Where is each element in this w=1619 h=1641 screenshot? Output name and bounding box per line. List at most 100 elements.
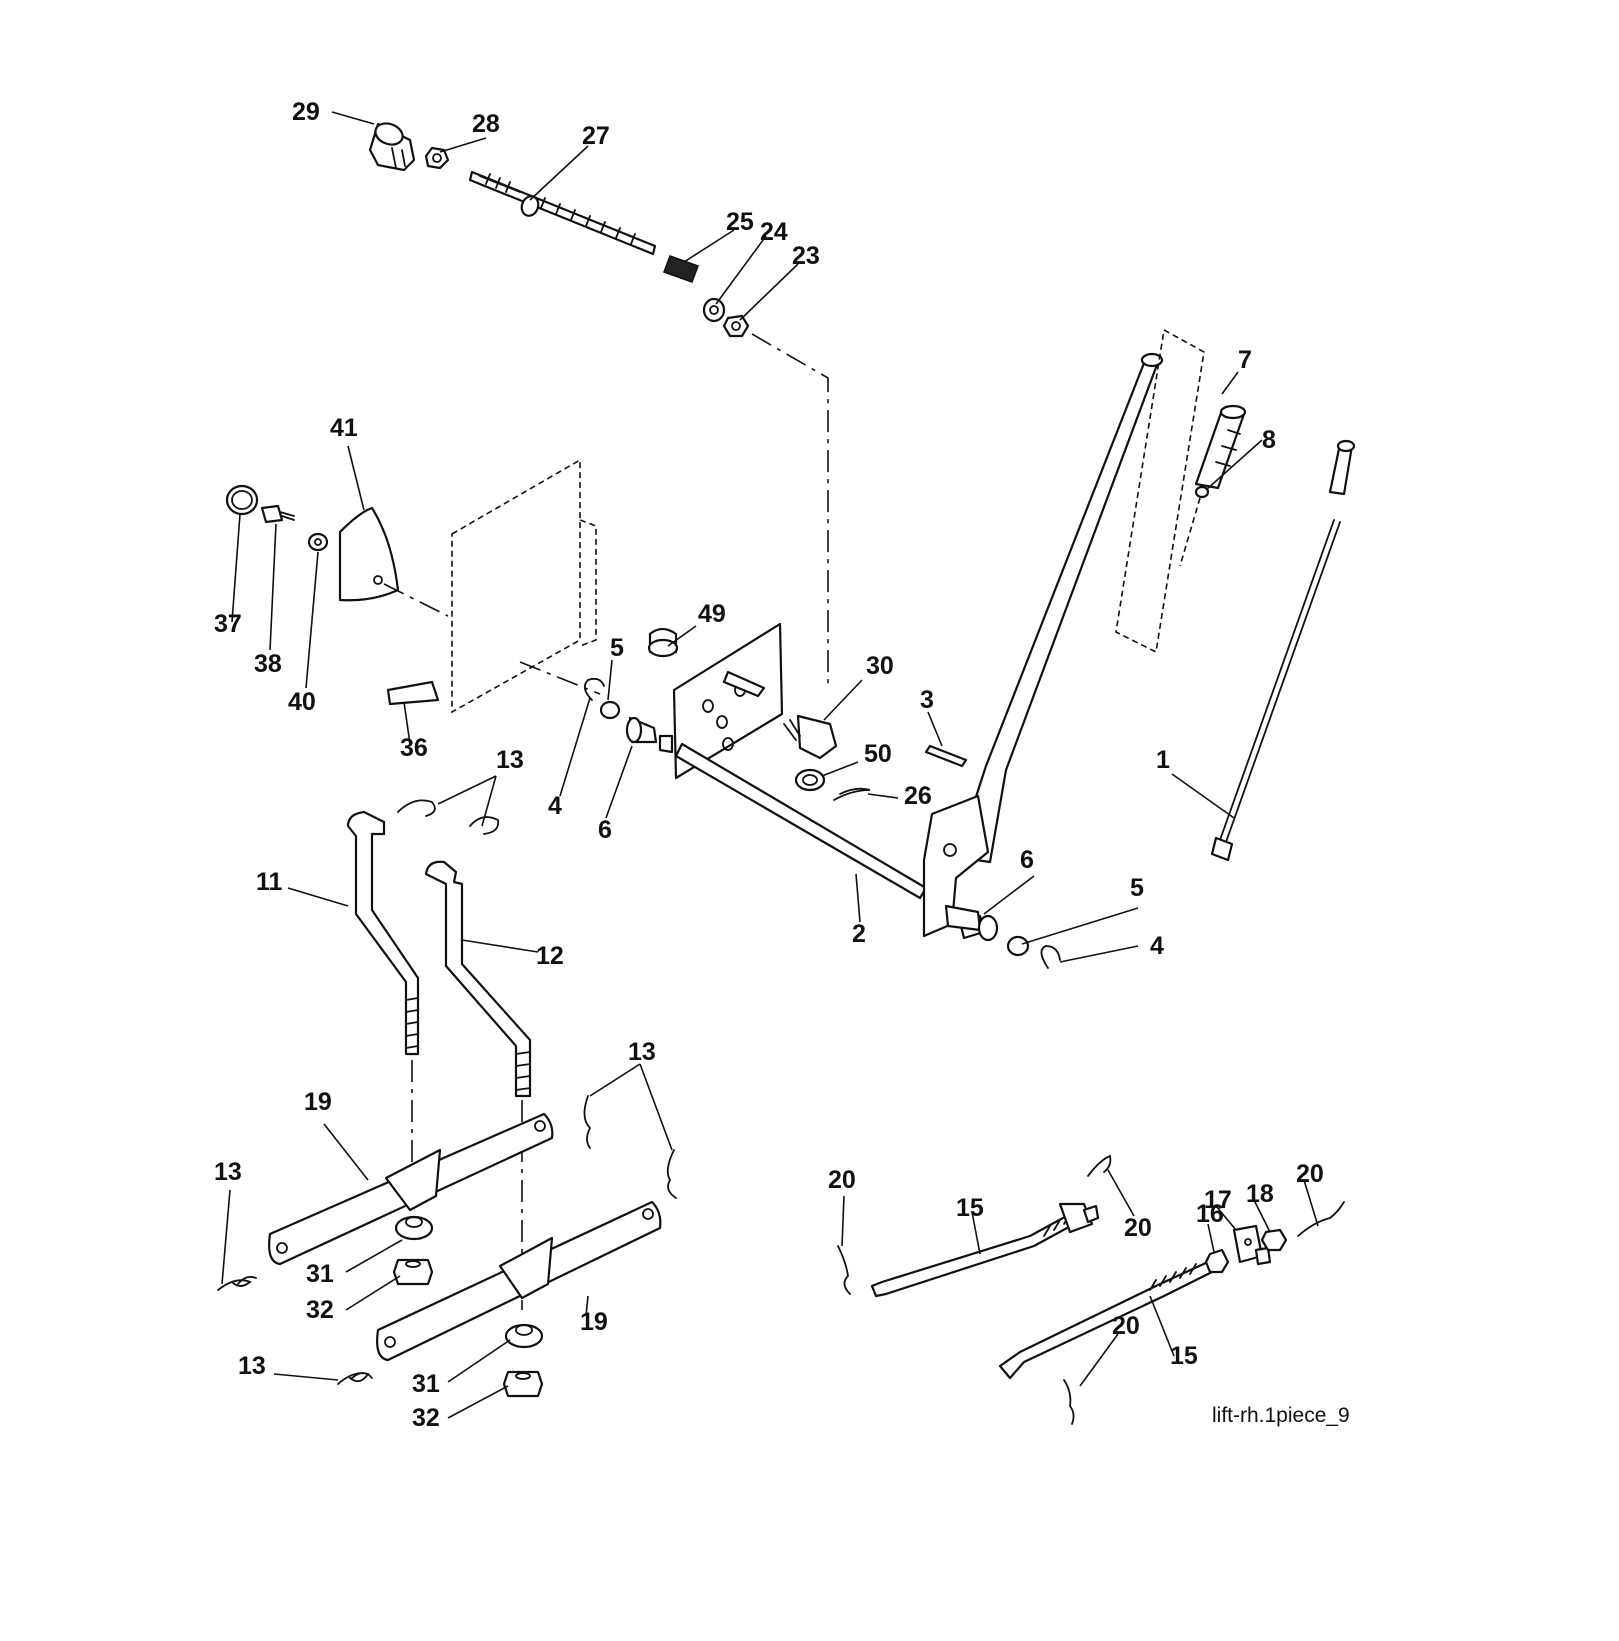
ring-part-37 — [225, 484, 259, 516]
pin-part-3 — [924, 744, 968, 768]
link-part-11 — [346, 810, 420, 1056]
callout-36: 36 — [400, 734, 428, 762]
indicator-part-41 — [338, 506, 400, 602]
handle-tube — [956, 352, 1164, 864]
hairpin-part-13-right-b — [666, 1149, 677, 1199]
callout-6-right: 6 — [1020, 846, 1034, 874]
callout-23: 23 — [792, 242, 820, 270]
callout-30: 30 — [866, 652, 894, 680]
callout-13-top: 13 — [496, 746, 524, 774]
nut-part-16 — [1204, 1248, 1230, 1274]
callout-40: 40 — [288, 688, 316, 716]
arm-part-19-upper — [268, 1112, 554, 1266]
pivot-bracket — [672, 622, 784, 780]
spring-part-25 — [663, 255, 699, 283]
callout-15-lower: 15 — [1170, 1342, 1198, 1370]
callout-8: 8 — [1262, 426, 1276, 454]
centerline-shaft — [519, 661, 601, 695]
callout-32-lower: 32 — [412, 1404, 440, 1432]
trunnion-part-30 — [783, 714, 838, 760]
callout-16: 16 — [1196, 1200, 1224, 1228]
bushing-part-6-right — [944, 904, 999, 942]
callout-49: 49 — [698, 600, 726, 628]
grip-part-7 — [1194, 404, 1247, 490]
grommet-part-31-lower — [504, 1323, 544, 1349]
callout-11: 11 — [256, 868, 283, 896]
nut-part-18 — [1260, 1228, 1288, 1252]
callout-15-upper: 15 — [956, 1194, 984, 1222]
callout-41: 41 — [330, 414, 358, 442]
washer-part-50 — [794, 768, 826, 792]
callout-13-right: 13 — [628, 1038, 656, 1066]
centerline-rod — [751, 333, 829, 690]
hairpin-part-13-top — [397, 799, 500, 835]
clip-part-4-right — [1040, 945, 1061, 969]
callout-20-upper-right: 20 — [1124, 1214, 1152, 1242]
callout-19-upper: 19 — [304, 1088, 332, 1116]
link-part-12 — [424, 860, 532, 1098]
washer-part-24 — [702, 297, 726, 323]
hairpin-part-20-far-right — [1297, 1201, 1345, 1237]
callout-19-lower: 19 — [580, 1308, 608, 1336]
handle-dashed-extension — [1115, 328, 1205, 654]
callout-20-bottom: 20 — [1112, 1312, 1140, 1340]
callout-31-lower: 31 — [412, 1370, 440, 1398]
callout-5-right: 5 — [1130, 874, 1144, 902]
rod-part-1 — [1210, 439, 1356, 862]
leader-lines — [221, 111, 1319, 1419]
callout-37: 37 — [214, 610, 242, 638]
diagram-caption: lift-rh.1piece_9 — [1212, 1404, 1350, 1427]
callout-13-bottom: 13 — [238, 1352, 266, 1380]
callout-13-left: 13 — [214, 1158, 242, 1186]
bushing-part-6-left — [625, 716, 674, 754]
hairpin-part-13-right-a — [583, 1095, 592, 1149]
callout-18: 18 — [1246, 1180, 1274, 1208]
callout-26: 26 — [904, 782, 932, 810]
washer-part-5-left — [599, 700, 621, 720]
callout-4-right: 4 — [1150, 932, 1164, 960]
callout-20-far-right: 20 — [1296, 1160, 1324, 1188]
screw-part-38 — [260, 504, 295, 524]
callout-28: 28 — [472, 110, 500, 138]
clip-part-4-left — [583, 677, 605, 701]
callout-27: 27 — [582, 122, 610, 150]
shaft-part-2 — [674, 742, 928, 900]
arm-part-19-lower — [376, 1200, 662, 1362]
callout-7: 7 — [1238, 346, 1252, 374]
hairpin-part-20-upper-right — [1087, 1154, 1112, 1177]
callout-12: 12 — [536, 942, 564, 970]
hairpin-part-26 — [833, 787, 871, 801]
hairpin-part-20-left — [837, 1245, 851, 1295]
callout-3: 3 — [920, 686, 934, 714]
callout-4-left: 4 — [548, 792, 562, 820]
callout-32-upper: 32 — [306, 1296, 334, 1324]
callout-24: 24 — [760, 218, 788, 246]
centerline-indicator — [383, 583, 449, 617]
callout-25: 25 — [726, 208, 754, 236]
yoke-part-17 — [1232, 1224, 1272, 1266]
callout-20-left: 20 — [828, 1166, 856, 1194]
callout-5-left: 5 — [610, 634, 624, 662]
washer-part-40 — [307, 532, 329, 552]
ferrule-part-8 — [1179, 485, 1210, 567]
washer-part-5-right — [1006, 935, 1030, 957]
callout-6-left: 6 — [598, 816, 612, 844]
frame-plate-dashed — [451, 458, 597, 714]
hairpin-part-13-left — [217, 1275, 257, 1291]
callout-1: 1 — [1156, 746, 1170, 774]
clip-part-36 — [386, 680, 440, 706]
grommet-part-31-upper — [394, 1215, 434, 1241]
callout-38: 38 — [254, 650, 282, 678]
callout-31-upper: 31 — [306, 1260, 334, 1288]
hairpin-part-20-bottom — [1063, 1379, 1075, 1425]
callout-2: 2 — [852, 920, 866, 948]
callout-29: 29 — [292, 98, 320, 126]
hairpin-part-13-bottom — [337, 1372, 373, 1385]
nut-part-32-upper — [392, 1258, 434, 1286]
callout-50: 50 — [864, 740, 892, 768]
threaded-rod-part-27 — [468, 170, 657, 256]
callout-17: 17 — [1204, 1186, 1232, 1214]
nut-part-23 — [722, 314, 750, 338]
knob-part-29 — [368, 122, 416, 172]
